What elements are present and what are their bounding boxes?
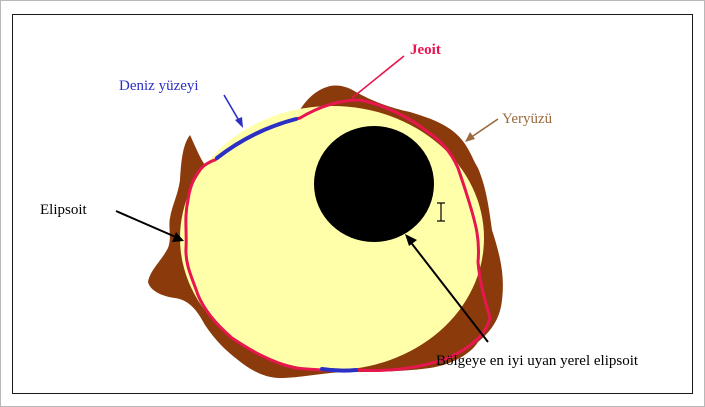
label-deniz-yuzeyi: Deniz yüzeyi (119, 78, 199, 94)
sea-surface-bottom (322, 369, 356, 371)
label-elipsoit: Elipsoit (40, 202, 88, 218)
label-yeryuzu: Yeryüzü (502, 111, 553, 127)
label-jeoit: Jeoit (410, 42, 441, 58)
yeryuzu-arrow (470, 119, 498, 138)
elipsoit-arrow (116, 211, 178, 238)
local-ellipsoid (314, 126, 434, 242)
jeoit-pointer (352, 56, 404, 98)
yeryuzu-arrowhead (465, 132, 475, 142)
label-yerel-elipsoit: Bölgeye en iyi uyan yerel elipsoit (436, 353, 639, 369)
deniz-arrowhead (235, 117, 243, 128)
